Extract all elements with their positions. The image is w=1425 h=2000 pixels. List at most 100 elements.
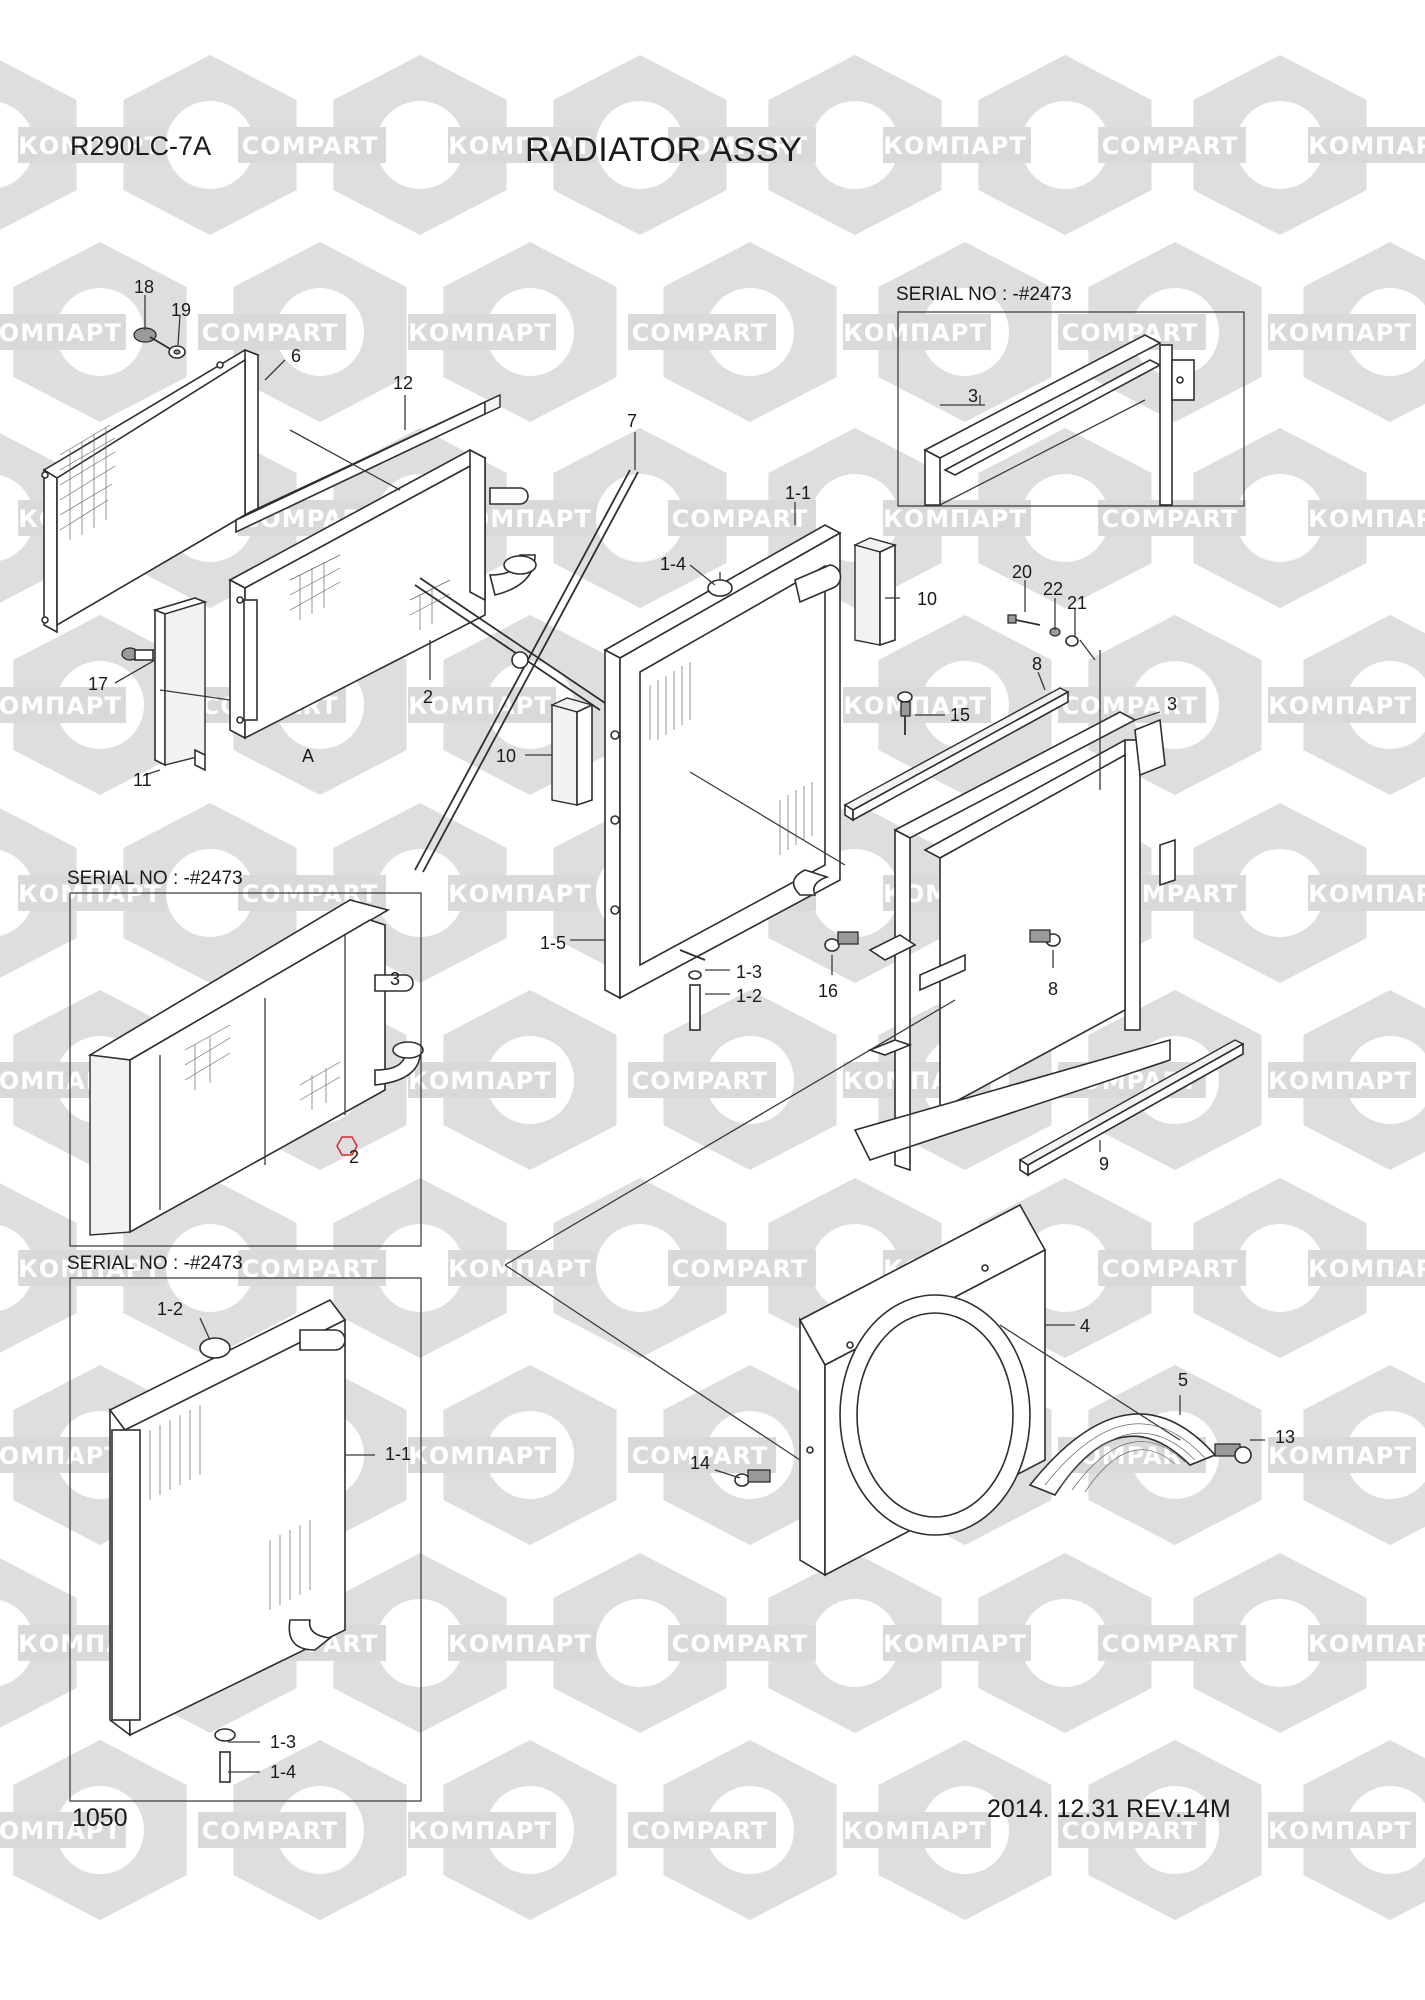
stay-rod-part-7 [414,469,639,873]
watermark-label: COMPART [238,127,386,163]
callout-9: 9 [1099,1154,1110,1174]
watermark-ring [376,101,464,189]
watermark-label: КОМПАРТ [1268,1437,1416,1473]
callout-6: 6 [291,346,302,366]
serial-label-mid-left: SERIAL NO : -#2473 [67,868,243,889]
watermark-label: COMPART [198,1812,346,1848]
watermark-ring [1236,1224,1324,1312]
page-title: RADIATOR ASSY [525,131,803,169]
watermark-label: КОМПАРТ [448,875,596,911]
oil-cooler-part-2-serial-view [87,899,424,1236]
svg-text:COMPART: COMPART [1102,505,1239,533]
serial-label-bottom-left: SERIAL NO : -#2473 [67,1253,243,1274]
svg-text:КОМПАРТ: КОМПАРТ [1308,505,1425,533]
watermark-ring [1236,849,1324,937]
watermark-ring [1021,101,1109,189]
bolt-part-18 [133,327,173,351]
svg-text:КОМПАРТ: КОМПАРТ [1268,1442,1412,1470]
callout-1-3-bot: 1-3 [270,1732,297,1752]
watermark-label: КОМПАРТ [843,314,991,350]
callout-1-1-top: 1-1 [785,483,812,503]
callout-8-bolt: 8 [1048,979,1059,999]
watermark-label: COMPART [198,314,346,350]
model-code: R290LC-7A [70,131,212,161]
watermark-label: КОМПАРТ [883,127,1031,163]
callout-4: 4 [1080,1316,1091,1336]
callout-1-3-mid: 1-3 [736,962,763,982]
watermark-label: COMPART [1058,687,1206,723]
callout-1-2-mid: 1-2 [736,986,763,1006]
watermark-ring [811,101,899,189]
serial-box-top-right [897,311,1245,507]
watermark-ring [0,1225,34,1311]
watermark-label: COMPART [1098,127,1246,163]
svg-text:COMPART: COMPART [242,132,379,160]
callout-14: 14 [690,1453,711,1473]
svg-text:COMPART: COMPART [1062,1817,1199,1845]
svg-text:КОМПАРТ: КОМПАРТ [1268,1817,1412,1845]
callout-5: 5 [1178,1370,1189,1390]
watermark-ring [0,1600,34,1686]
watermark-label: COMPART [628,314,776,350]
leader-lines [114,295,1265,1773]
radiator-screen-part-6 [41,348,260,634]
serial-label-top-right: SERIAL NO : -#2473 [896,284,1072,305]
callout-17: 17 [88,674,109,694]
watermark-label: COMPART [628,1812,776,1848]
svg-text:КОМПАРТ: КОМПАРТ [448,1255,592,1283]
svg-text:КОМПАРТ: КОМПАРТ [1268,692,1412,720]
watermark-label: КОМПАРТ [408,314,556,350]
radiator-part-1-1-serial-view [108,1298,347,1783]
svg-text:COMPART: COMPART [632,319,769,347]
watermark-ring [1236,101,1324,189]
bolt-part-17 [121,647,154,661]
watermark-label: COMPART [1098,1625,1246,1661]
svg-text:КОМПАРТ: КОМПАРТ [408,319,552,347]
watermark-ring [376,1599,464,1687]
svg-text:COMPART: COMPART [1102,1255,1239,1283]
watermark-label: КОМПАРТ [1268,1812,1416,1848]
watermark-ring [0,475,34,561]
watermark-label: КОМПАРТ [0,1812,126,1848]
svg-text:КОМПАРТ: КОМПАРТ [883,1630,1027,1658]
watermark-label: КОМПАРТ [1308,127,1425,163]
callout-1-5: 1-5 [540,933,567,953]
svg-text:КОМПАРТ: КОМПАРТ [1268,1067,1412,1095]
svg-text:COMPART: COMPART [672,1255,809,1283]
nut-part-21 [1065,635,1079,647]
bolt-part-15 [897,691,913,735]
watermark-label: КОМПАРТ [448,1625,596,1661]
svg-text:COMPART: COMPART [672,505,809,533]
bar-part-9 [1018,1039,1245,1177]
svg-text:КОМПАРТ: КОМПАРТ [18,880,162,908]
watermark-label: COMPART [668,1250,816,1286]
svg-text:КОМПАРТ: КОМПАРТ [843,1817,987,1845]
bolt-part-20 [1007,614,1041,626]
callout-3-box-mid: 3 [390,969,401,989]
watermark-label: COMPART [668,127,816,163]
callout-19: 19 [171,300,192,320]
callout-3-box: 3 [968,386,979,406]
svg-text:КОМПАРТ: КОМПАРТ [18,132,162,160]
callout-20: 20 [1012,562,1033,582]
watermark-label: COMPART [668,1625,816,1661]
page-number: 1050 [72,1804,128,1832]
watermark-label: КОМПАРТ [448,127,596,163]
watermark-ring [596,1599,684,1687]
svg-text:КОМПАРТ: КОМПАРТ [0,692,122,720]
watermark-label: COMPART [1098,1250,1246,1286]
svg-text:КОМПАРТ: КОМПАРТ [1268,319,1412,347]
cover-part-11 [152,597,208,772]
watermark-label: КОМПАРТ [1308,1250,1425,1286]
svg-text:COMPART: COMPART [202,319,339,347]
svg-text:КОМПАРТ: КОМПАРТ [843,319,987,347]
watermark-label: КОМПАРТ [1308,500,1425,536]
callout-10-left: 10 [496,746,517,766]
callout-10-right: 10 [917,589,938,609]
serial-box-bottom-left [69,1277,422,1802]
callout-2-mid: 2 [349,1147,360,1167]
svg-text:COMPART: COMPART [1102,132,1239,160]
svg-text:КОМПАРТ: КОМПАРТ [408,1442,552,1470]
